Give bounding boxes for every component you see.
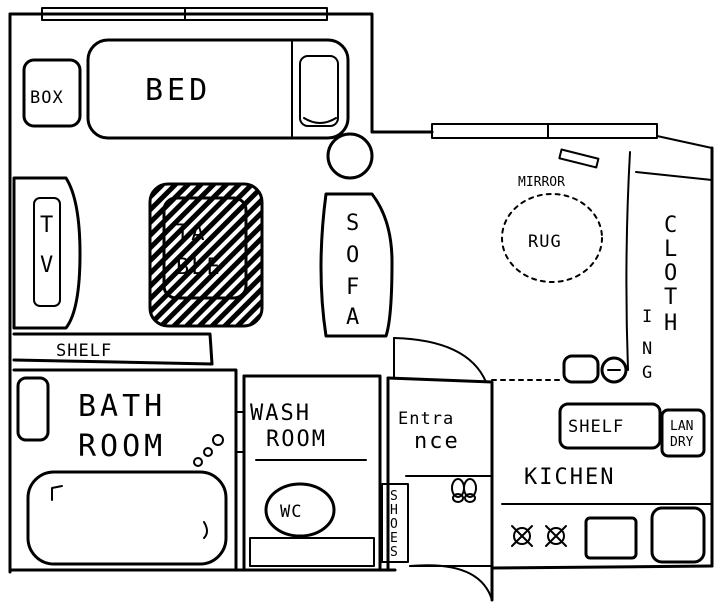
- bathtub: [26, 470, 228, 566]
- clothing-label-n: N: [642, 339, 653, 359]
- outer-walls: [8, 12, 714, 574]
- rug-label: RUG: [528, 232, 562, 252]
- pillow: [299, 55, 339, 127]
- laundry: [660, 408, 706, 458]
- laundry-label-bottom: DRY: [670, 435, 694, 450]
- clothing-label-t: T: [664, 285, 679, 310]
- washroom-walls: [242, 374, 382, 570]
- clothing-label-l: L: [664, 237, 679, 262]
- shoes-rack: [381, 483, 409, 563]
- rug: [501, 193, 603, 283]
- mirror: [558, 148, 600, 169]
- kitchen-label: KICHEN: [524, 465, 615, 490]
- entrance-walls: [386, 376, 494, 602]
- wc-label: WC: [280, 502, 302, 522]
- bathroom-walls: [12, 368, 238, 570]
- clothing-label-i: I: [642, 307, 653, 327]
- table-top: [162, 196, 248, 300]
- bathroom-label-top: BATH: [78, 389, 166, 424]
- sofa-label-o: O: [346, 243, 361, 268]
- small-stool: [600, 356, 628, 384]
- shoes-label-s2: S: [390, 545, 398, 560]
- box: [22, 58, 82, 128]
- clothing-label-g: G: [642, 363, 653, 383]
- shelf-kitchen-label: SHELF: [568, 417, 624, 437]
- tv-label-t: T: [40, 213, 55, 238]
- clothing-closet: [625, 151, 713, 371]
- box-label: BOX: [30, 88, 64, 108]
- shoes-label-o: O: [390, 517, 398, 532]
- bathroom-label-bottom: ROOM: [78, 429, 166, 464]
- bed-label: BED: [145, 73, 211, 108]
- wash-door: [235, 411, 245, 453]
- kitchen-shelf: [558, 402, 706, 458]
- sofa-label-a: A: [346, 305, 361, 330]
- small-cabinet: [562, 354, 600, 384]
- tv-stand: [12, 176, 82, 330]
- bed: [86, 38, 350, 140]
- window-right: [431, 123, 658, 139]
- laundry-label-top: LAN: [670, 419, 693, 434]
- clothing-label-o: O: [664, 261, 679, 286]
- wall-right-top: [656, 135, 713, 149]
- entrance-label-bottom: nce: [414, 429, 460, 454]
- fridge: [650, 506, 706, 564]
- tv: [33, 197, 61, 307]
- tv-label-v: V: [40, 253, 55, 278]
- slippers: [451, 478, 477, 503]
- wc-tank: [249, 537, 375, 567]
- kitchen-sink: [584, 516, 638, 560]
- clothing-label-c: C: [664, 213, 679, 238]
- washroom-label-bottom: ROOM: [266, 427, 327, 452]
- shelf-left-label: SHELF: [56, 341, 112, 361]
- shelf-left: [12, 332, 214, 366]
- sofa: [319, 192, 394, 338]
- table-label-top: TA: [176, 221, 207, 246]
- wc: [264, 482, 336, 538]
- table-rug: [148, 182, 264, 328]
- entrance-door: [393, 337, 487, 383]
- stove: [501, 503, 713, 547]
- sofa-label-s: S: [346, 211, 361, 236]
- shoes-label-s1: S: [390, 489, 398, 504]
- table: [148, 182, 264, 328]
- entrance-label-top: Entra: [398, 409, 454, 429]
- front-door: [409, 564, 493, 601]
- washroom-label-top: WASH: [250, 401, 311, 426]
- clothing-label-h: H: [664, 311, 679, 336]
- shoes-label-h: H: [390, 503, 398, 518]
- mirror-label: MIRROR: [518, 175, 565, 190]
- window-top: [41, 7, 328, 21]
- bubbles: [193, 434, 224, 467]
- table-label-bottom: BLE: [176, 255, 222, 280]
- sofa-label-f: F: [346, 275, 361, 300]
- round-stool: [326, 132, 374, 180]
- bath-towel-rack: [16, 376, 50, 442]
- shoes-label-e: E: [390, 531, 398, 546]
